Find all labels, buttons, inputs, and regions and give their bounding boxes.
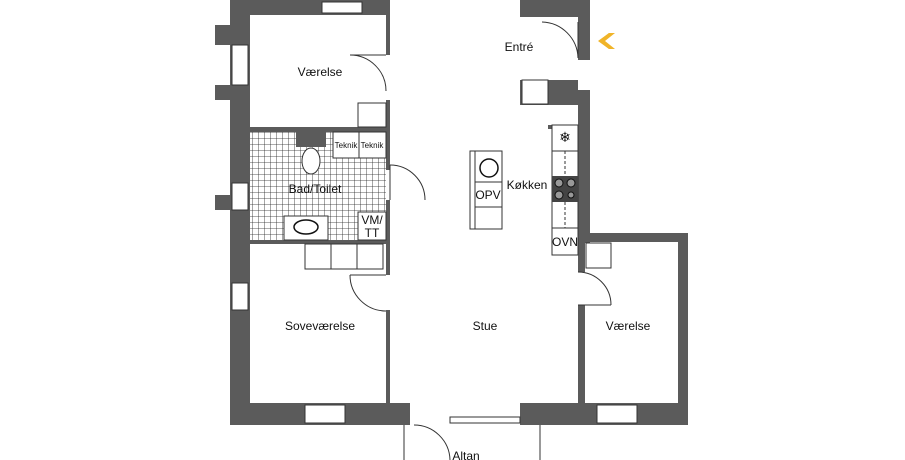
room-label-vaerelse-2: Værelse	[606, 319, 651, 333]
room-label-bad-toilet: Bad/Toilet	[289, 182, 342, 196]
windows	[231, 1, 638, 424]
label-ovn: OVN	[552, 235, 578, 249]
room-label-stue: Stue	[473, 319, 498, 333]
room-label-sovevaerelse: Soveværelse	[285, 319, 355, 333]
room-label-vaerelse: Værelse	[298, 65, 343, 79]
label-teknik-1: Teknik	[335, 141, 359, 150]
room-label-kokken: Køkken	[507, 178, 548, 192]
fixtures: ❄	[283, 79, 612, 270]
label-teknik-2: Teknik	[361, 141, 385, 150]
label-opv: OPV	[475, 188, 500, 202]
room-label-altan: Altan	[452, 449, 479, 460]
freezer-icon: ❄	[559, 129, 571, 145]
sink-icon	[479, 158, 499, 178]
label-vm: VM/	[361, 213, 383, 227]
room-label-entre: Entré	[505, 40, 534, 54]
label-tt: TT	[365, 226, 380, 240]
doors	[349, 21, 612, 460]
